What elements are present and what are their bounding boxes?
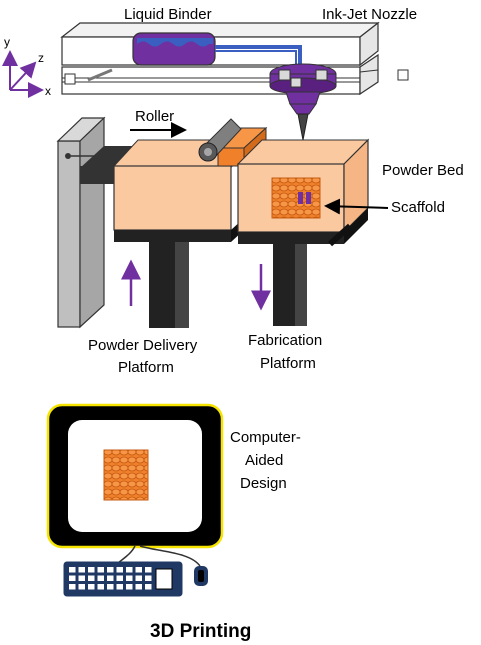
fabrication-label-line2: Platform: [260, 355, 316, 372]
keyboard-key: [88, 575, 95, 581]
cad-label-line1: Computer-: [230, 429, 301, 446]
axes-indicator: y z x: [2, 35, 51, 98]
liquid-binder-label: Liquid Binder: [124, 6, 212, 23]
keyboard-key: [126, 575, 133, 581]
scaffold-label: Scaffold: [391, 199, 445, 216]
inkjet-nozzle-label: Ink-Jet Nozzle: [322, 6, 417, 23]
keyboard-key: [145, 575, 152, 581]
keyboard-key: [78, 567, 85, 573]
keyboard-key: [126, 584, 133, 590]
cad-label-line3: Design: [240, 475, 287, 492]
keyboard-key: [135, 575, 142, 581]
keyboard-key: [78, 584, 85, 590]
keyboard-key: [107, 584, 114, 590]
diagram-title: 3D Printing: [150, 621, 251, 642]
roller-label: Roller: [135, 108, 174, 125]
keyboard-key: [116, 575, 123, 581]
keyboard-key: [97, 575, 104, 581]
cad-label-line2: Aided: [245, 452, 283, 469]
axis-y-label: y: [4, 35, 10, 49]
keyboard-key: [116, 567, 123, 573]
keyboard-key: [69, 575, 76, 581]
scaffold-in-bed: [271, 177, 389, 219]
keyboard-key: [78, 575, 85, 581]
gantry: [60, 21, 409, 96]
keyboard-key: [145, 567, 152, 573]
powder-delivery-label-line2: Platform: [118, 359, 174, 376]
fabrication-label-line1: Fabrication: [248, 332, 322, 349]
keyboard-key: [97, 584, 104, 590]
keyboard-key: [88, 567, 95, 573]
keyboard-key: [69, 567, 76, 573]
axis-x-label: x: [45, 84, 51, 98]
keyboard-key: [135, 567, 142, 573]
keyboard-key: [69, 584, 76, 590]
powder-delivery-bed: [80, 139, 257, 328]
keyboard-key: [116, 584, 123, 590]
liquid-binder-reservoir: [132, 32, 302, 68]
keyboard-key: [145, 584, 152, 590]
keyboard-keys: [69, 567, 152, 590]
fabrication-bed: [236, 138, 370, 326]
keyboard-key: [107, 575, 114, 581]
computer: [46, 403, 224, 597]
keyboard-key: [97, 567, 104, 573]
powder-delivery-label-line1: Powder Delivery: [88, 337, 198, 354]
axis-z-label: z: [38, 51, 44, 65]
keyboard-key: [126, 567, 133, 573]
inkjet-nozzle: [269, 63, 337, 141]
powder-bed-label: Powder Bed: [382, 162, 464, 179]
keyboard-key: [88, 584, 95, 590]
keyboard-key: [107, 567, 114, 573]
keyboard-key: [135, 584, 142, 590]
